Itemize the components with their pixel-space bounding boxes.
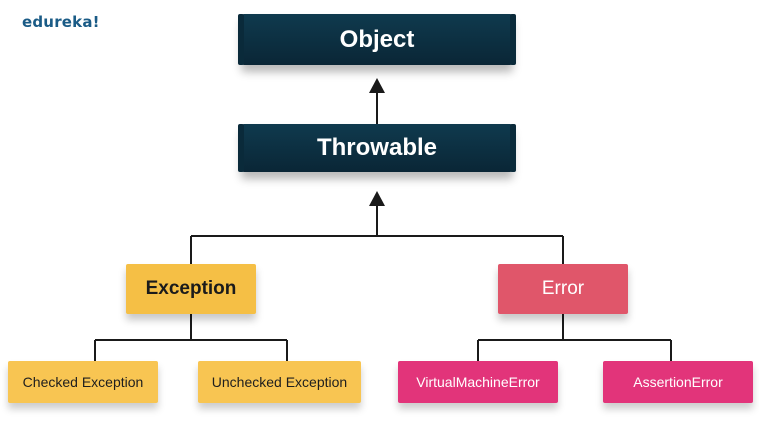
node-assertion-error: AssertionError xyxy=(603,361,753,403)
node-unchecked-exception: Unchecked Exception xyxy=(198,361,361,403)
node-error-label: Error xyxy=(541,278,585,299)
node-throwable: Throwable xyxy=(238,124,516,172)
node-object-label: Object xyxy=(339,25,415,53)
node-throwable-label: Throwable xyxy=(316,134,437,161)
brand-logo: edureka! xyxy=(22,13,100,31)
node-unchecked-exception-label: Unchecked Exception xyxy=(211,374,348,390)
node-assertion-error-label: AssertionError xyxy=(633,374,723,390)
arrowhead-throwable xyxy=(369,191,385,206)
node-virtual-machine-error-label: VirtualMachineError xyxy=(416,374,540,390)
arrowhead-object xyxy=(369,78,385,93)
node-checked-exception-label: Checked Exception xyxy=(22,374,144,390)
node-object: Object xyxy=(238,14,516,65)
node-exception: Exception xyxy=(126,264,256,314)
node-checked-exception: Checked Exception xyxy=(8,361,158,403)
node-exception-label: Exception xyxy=(145,278,237,299)
node-error: Error xyxy=(498,264,628,314)
node-virtual-machine-error: VirtualMachineError xyxy=(398,361,558,403)
